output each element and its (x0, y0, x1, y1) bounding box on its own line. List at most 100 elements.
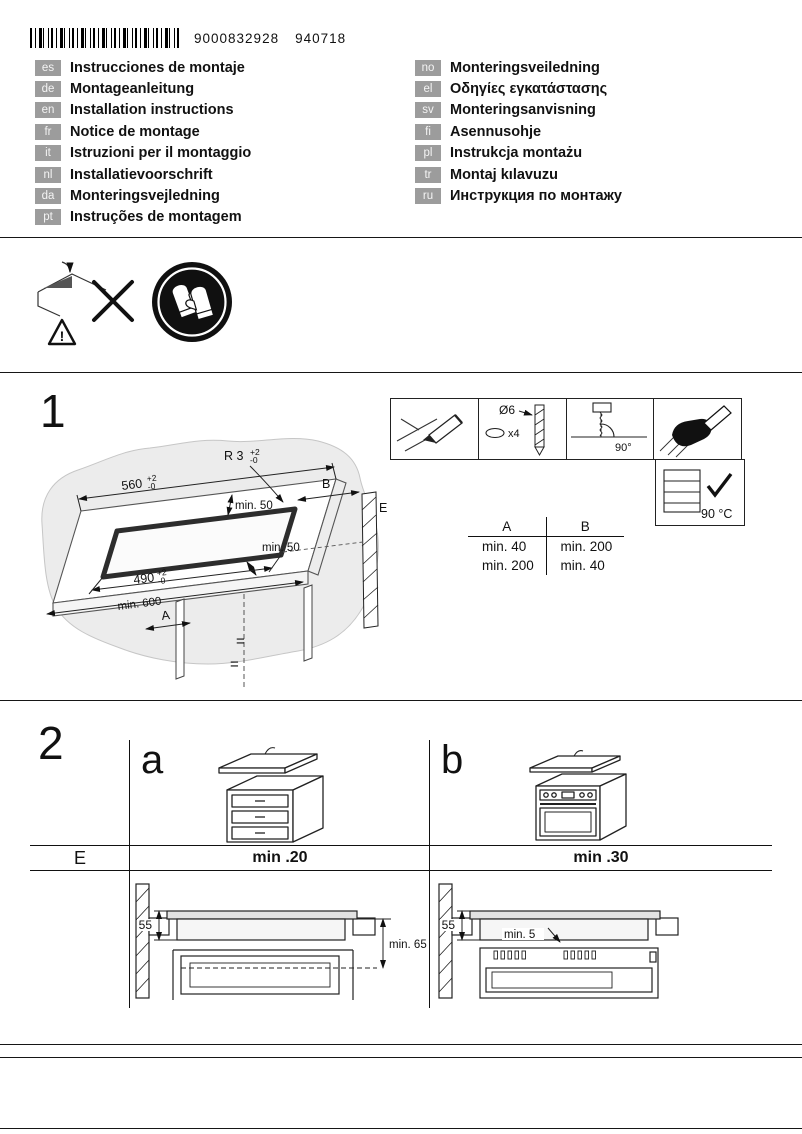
panel-drill-holes: Ø6 x4 (477, 398, 567, 460)
oven-clearance-arrow (547, 927, 561, 943)
oven-side (599, 773, 627, 841)
seal-wedge (44, 276, 72, 288)
cut-angle-label: 90° (615, 442, 632, 454)
language-title: Asennusohje (450, 123, 542, 140)
dimension-560-label: 560 +2 -0 (121, 473, 158, 493)
table-cell: min. 40 (468, 537, 547, 556)
language-code-badge: tr (415, 166, 441, 183)
radius-label: R 3 +2 -0 (224, 447, 260, 465)
warning-triangle-icon: ! (47, 318, 77, 346)
checkmark-icon (706, 472, 733, 498)
variant-b-label: b (441, 738, 464, 782)
dimension-a-line (145, 621, 191, 631)
panel-mark-cutout (390, 398, 479, 460)
drill-diameter-label: Ø6 (499, 403, 515, 417)
drawer-unit-illustration (218, 747, 324, 843)
oven-body-section (479, 947, 659, 999)
side-wall (361, 491, 379, 629)
table-row: min. 40 min. 200 (468, 537, 624, 556)
dim-b-label: B (322, 477, 330, 491)
language-title: Instruções de montagem (70, 209, 242, 226)
table-cell: min. 40 (560, 558, 605, 573)
cabinet-front-sketch (663, 469, 701, 513)
dim-490-tol-minus: -0 (157, 575, 166, 586)
dim-560-value: 560 (121, 476, 143, 493)
language-code-badge: it (35, 145, 61, 162)
language-code-badge: nl (35, 166, 61, 183)
divider-2 (0, 372, 802, 373)
language-code-badge: en (35, 102, 61, 119)
language-code-badge: pt (35, 209, 61, 226)
dim-490-value: 490 (133, 571, 155, 587)
barcode (30, 28, 182, 48)
dimension-55 (154, 910, 177, 941)
clearance-row: E min .20 min .30 (30, 845, 772, 871)
oven-clearance-label: min. 5 (504, 929, 535, 941)
equal-mark-2: = (230, 656, 239, 673)
language-code-badge: no (415, 59, 441, 76)
dim-radius-tol-minus: -0 (250, 455, 258, 465)
tool-steps-row: Ø6 x4 90° (390, 398, 743, 460)
hob-top-plate (469, 910, 661, 920)
language-code-badge: de (35, 81, 61, 98)
heat-resistance-icon: 90 °C (663, 469, 733, 521)
date-code: 940718 (295, 30, 347, 46)
variant-a-divider (129, 740, 131, 1008)
language-code-badge: ru (415, 188, 441, 205)
language-title: Инструкция по монтажу (450, 188, 622, 205)
language-title: Installatievoorschrift (70, 166, 213, 183)
dimension-55 (457, 910, 480, 941)
language-row: nl Installatievoorschrift (35, 164, 251, 185)
drill-count-label: x4 (508, 428, 520, 440)
dim-min600-label: min. 600 (117, 596, 162, 613)
footer-line-3 (0, 1128, 802, 1129)
header: 9000832928 940718 (30, 28, 346, 48)
hob-height-a-label: 55 (139, 918, 153, 932)
dimension-min600-line (46, 580, 304, 616)
table-header-row: A B (468, 517, 624, 537)
dimension-min50-back-line (226, 494, 234, 516)
table-cell: min. 200 (560, 539, 613, 554)
dim-min50-back-label: min. 50 (235, 500, 273, 512)
worktop-cutout-diagram: = = E 560 +2 -0 R 3 +2 -0 B (41, 437, 387, 688)
dimension-min65 (357, 918, 391, 969)
dim-a-label: A (161, 608, 172, 623)
language-title: Instrukcja montażu (450, 145, 583, 162)
drill-bit-icon (533, 404, 545, 457)
cross-section-drawer: 55 min. 65 (135, 883, 427, 1000)
radius-leader-line (249, 465, 284, 503)
divider-3 (0, 700, 802, 701)
hob-edge-sketch (37, 261, 107, 317)
language-title: Montaj kılavuzu (450, 166, 558, 183)
language-title: Istruzioni per il montaggio (70, 145, 252, 162)
dim-490-tol-plus: +2 (156, 567, 167, 578)
drill-icon: Ø6 x4 (485, 403, 545, 457)
table-row: min. 200 min. 40 (468, 556, 624, 575)
brush-handle (703, 405, 733, 431)
mark-cutout-icon (396, 414, 463, 452)
dim-560-tol-plus: +2 (146, 473, 157, 484)
side-wall-section (438, 883, 453, 999)
cross-section-oven: 55 min. 5 (438, 883, 679, 999)
oven-door-window (544, 811, 592, 833)
dim-e-label: E (379, 501, 387, 515)
counter-right (352, 917, 376, 936)
language-row: it Istruzioni per il montaggio (35, 143, 251, 164)
language-title: Monteringsanvisning (450, 102, 596, 119)
counter-right (655, 917, 679, 936)
language-title: Installation instructions (70, 102, 234, 119)
protective-gloves-icon (152, 262, 232, 342)
language-title: Οδηγίες εγκατάστασης (450, 81, 608, 98)
language-title: Instrucciones de montaje (70, 59, 245, 76)
pencil-icon (423, 414, 463, 444)
variant-b-divider (429, 740, 431, 1008)
seal-brush-icon (660, 405, 733, 458)
